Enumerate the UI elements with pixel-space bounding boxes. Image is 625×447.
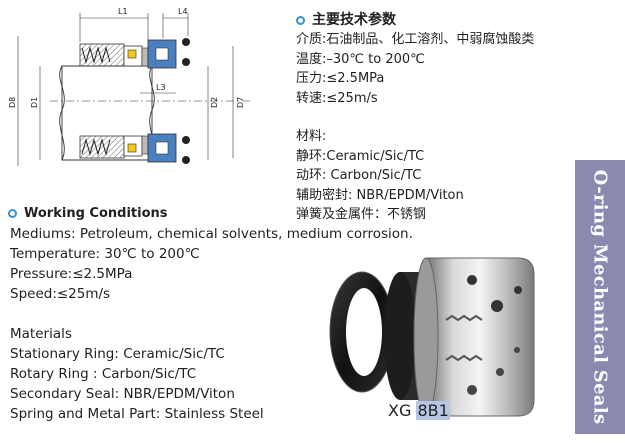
seal-lower [79, 133, 190, 164]
materials-line: Stationary Ring: Ceramic/Sic/TC [10, 346, 225, 362]
materials-cn-heading: 材料: [296, 129, 327, 144]
specs-cn-line: 转速:≤25m/s [296, 90, 378, 106]
materials-line: Secondary Seal: NBR/EPDM/Viton [10, 386, 235, 402]
materials-line: Spring and Metal Part: Stainless Steel [10, 406, 264, 422]
model-caption: XG 8B1 [388, 400, 450, 422]
circle-bullet-icon [296, 16, 305, 25]
category-banner-text: O-ring Mechanical Seals [589, 169, 611, 425]
working-condition-line: Speed:≤25m/s [10, 286, 111, 302]
dim-label-d1: D1 [30, 97, 39, 108]
model-code: 8B1 [416, 401, 450, 420]
specs-cn-block: 主要技术参数 介质:石油制品、化工溶剂、中弱腐蚀酸类 温度:–30℃ to 20… [296, 10, 586, 225]
specs-cn-heading-text: 主要技术参数 [312, 12, 396, 28]
category-side-banner: O-ring Mechanical Seals [575, 160, 625, 434]
seat-ring-inner [346, 288, 382, 376]
specs-cn-line: 介质:石油制品、化工溶剂、中弱腐蚀酸类 [296, 32, 535, 47]
working-condition-line: Pressure:≤2.5MPa [10, 266, 133, 282]
materials-cn-line: 静环:Ceramic/Sic/TC [296, 148, 425, 164]
shaft-break-left [59, 65, 65, 161]
working-conditions-heading-text: Working Conditions [24, 206, 168, 221]
dim-label-d2: D2 [210, 97, 219, 108]
seal-upper [79, 38, 190, 69]
specs-cn-line: 压力:≤2.5MPa [296, 71, 385, 86]
steel-body [425, 257, 535, 417]
materials-heading: Materials [10, 326, 72, 342]
working-condition-line: Mediums: Petroleum, chemical solvents, m… [10, 226, 413, 242]
seal-cross-section-drawing: L1 L4 L3 D8 D1 D2 D7 [8, 7, 250, 166]
circle-bullet-icon [8, 209, 17, 218]
materials-cn-line: 动环: Carbon/Sic/TC [296, 168, 422, 183]
dim-label-d7: D7 [236, 97, 245, 108]
specs-cn-line: 温度:–30℃ to 200℃ [296, 51, 425, 67]
product-photo [329, 257, 535, 417]
model-prefix: XG [388, 401, 412, 420]
dim-label-l1: L1 [118, 7, 128, 16]
materials-cn-line: 弹簧及金属件：不锈钢 [296, 207, 427, 222]
materials-cn-line: 辅助密封: NBR/EPDM/Viton [296, 187, 464, 203]
dim-label-l3: L3 [156, 83, 166, 92]
working-conditions-block: Working Conditions Mediums: Petroleum, c… [8, 204, 430, 424]
specs-cn-heading: 主要技术参数 [296, 10, 586, 30]
working-conditions-heading: Working Conditions [8, 204, 430, 224]
materials-line: Rotary Ring : Carbon/Sic/TC [10, 366, 197, 382]
working-condition-line: Temperature: 30℃ to 200℃ [10, 246, 200, 262]
dim-label-l4: L4 [178, 7, 188, 16]
dim-label-d8: D8 [8, 97, 17, 108]
